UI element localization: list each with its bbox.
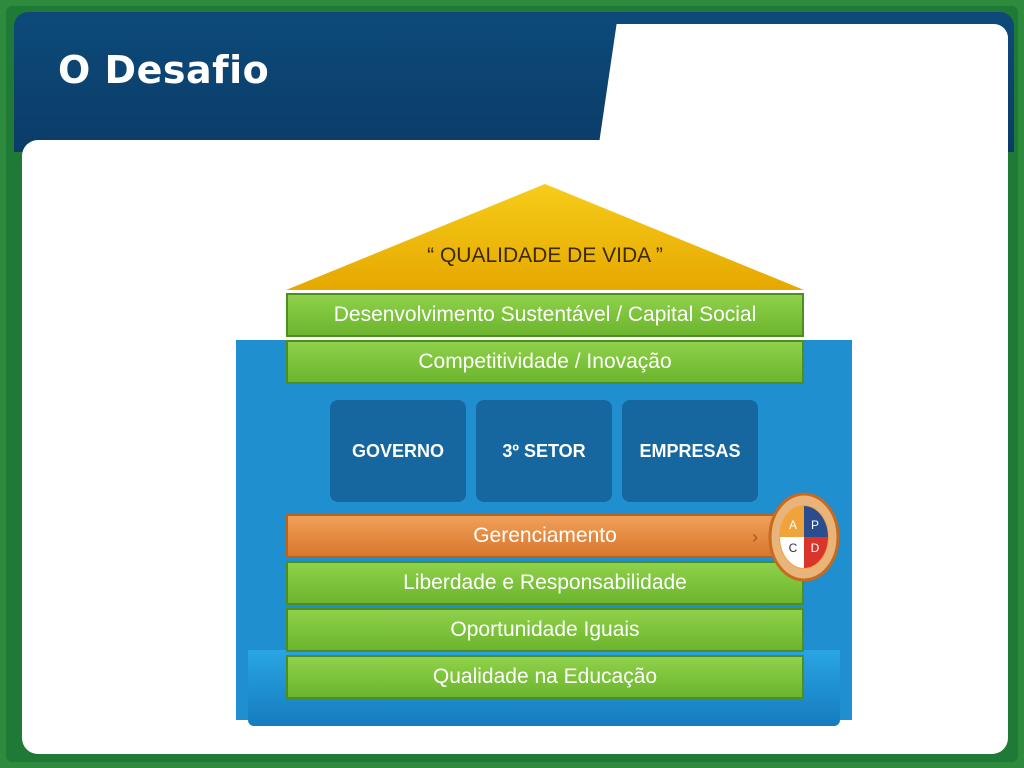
pdca-d-label: D xyxy=(811,541,820,555)
header-white-corner xyxy=(596,24,1008,164)
roof-triangle xyxy=(286,184,804,290)
house-diagram: “ QUALIDADE DE VIDA ” Desenvolvimento Su… xyxy=(236,160,852,740)
roof-label: “ QUALIDADE DE VIDA ” xyxy=(427,244,663,267)
band-competitividade: Competitividade / Inovação xyxy=(286,340,804,384)
actor-terceiro-setor: 3º SETOR xyxy=(476,400,612,502)
band-gerenciamento-label: Gerenciamento xyxy=(473,524,617,547)
pdca-c-label: C xyxy=(789,541,798,555)
slide-title: O Desafio xyxy=(58,48,270,92)
pdca-cycle-icon: A P C D xyxy=(768,492,840,582)
actor-empresas: EMPRESAS xyxy=(622,400,758,502)
band-educacao: Qualidade na Educação xyxy=(286,655,804,699)
actor-governo: GOVERNO xyxy=(330,400,466,502)
chevron-right-icon: › xyxy=(752,527,758,547)
band-oportunidade: Oportunidade Iguais xyxy=(286,608,804,652)
pdca-a-label: A xyxy=(789,518,797,532)
band-desenvolvimento: Desenvolvimento Sustentável / Capital So… xyxy=(286,293,804,337)
band-gerenciamento: Gerenciamento › xyxy=(286,514,804,558)
band-liberdade: Liberdade e Responsabilidade xyxy=(286,561,804,605)
pdca-p-label: P xyxy=(811,518,819,532)
